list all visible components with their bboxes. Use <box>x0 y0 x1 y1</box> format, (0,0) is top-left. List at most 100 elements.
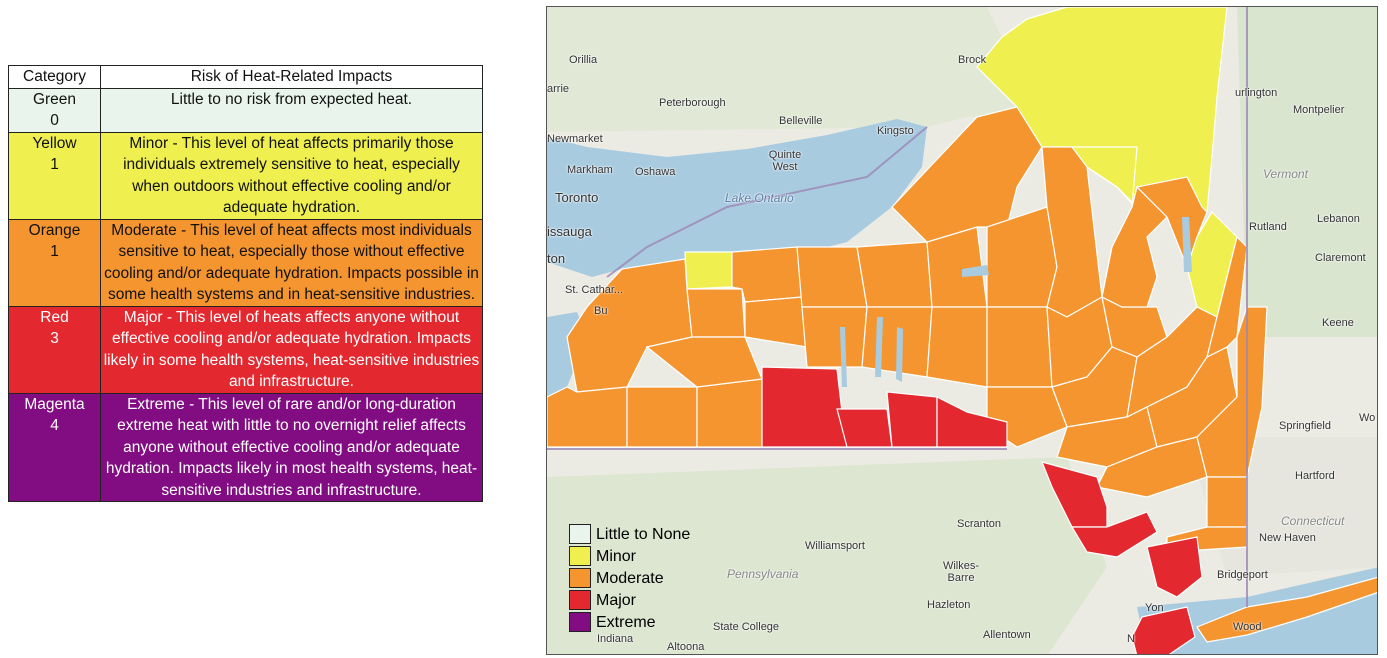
risk-description: Moderate - This level of heat affects mo… <box>100 218 483 307</box>
legend-swatch <box>569 590 591 610</box>
label-lebanon: Lebanon <box>1317 213 1360 225</box>
label-buffalo: Bu <box>594 305 608 317</box>
table-header-row: Category Risk of Heat-Related Impacts <box>8 65 483 89</box>
lake-ontario <box>547 119 927 277</box>
county-jefferson <box>891 106 1043 243</box>
label-newark: N <box>1127 633 1135 645</box>
table-row-green: Green 0 Little to no risk from expected … <box>8 87 483 133</box>
table-row-orange: Orange 1 Moderate - This level of heat a… <box>8 218 483 307</box>
header-risk: Risk of Heat-Related Impacts <box>100 65 483 89</box>
legend-swatch <box>569 546 591 566</box>
map-legend: Little to None Minor Moderate Major Extr… <box>569 523 690 633</box>
label-pennsylvania: Pennsylvania <box>727 567 799 581</box>
county-allegany <box>696 378 763 448</box>
finger-lakes <box>840 217 1192 387</box>
legend-item-major: Major <box>569 589 690 611</box>
category-level: 0 <box>50 112 59 129</box>
label-yonkers: Yon <box>1145 602 1164 614</box>
county-niagara-yellow <box>684 251 733 290</box>
label-montpelier: Montpelier <box>1293 104 1345 116</box>
legend-label: Little to None <box>596 525 691 543</box>
label-lake-ontario: Lake Ontario <box>725 191 794 205</box>
label-altoona: Altoona <box>667 641 705 653</box>
category-name: Yellow <box>32 134 77 152</box>
label-wilkes-barre: Wilkes-Barre <box>942 560 980 584</box>
borders <box>547 7 1248 607</box>
county-rockland <box>1070 511 1158 558</box>
county-orleans <box>731 246 803 303</box>
label-keene: Keene <box>1322 317 1354 329</box>
legend-label: Moderate <box>596 569 664 587</box>
county-monroe <box>796 246 868 308</box>
label-burlington: urlington <box>1235 87 1278 99</box>
county-cattaraugus <box>626 386 698 448</box>
legend-label: Extreme <box>596 613 656 631</box>
risk-description: Major - This level of heats affects anyo… <box>100 305 483 394</box>
category-cell: Magenta 4 <box>8 392 101 502</box>
label-hazleton: Hazleton <box>927 599 971 611</box>
label-claremont: Claremont <box>1315 252 1366 264</box>
legend-label: Minor <box>596 547 637 565</box>
county-ontario <box>801 306 868 368</box>
label-peterborough: Peterborough <box>659 97 726 109</box>
label-indiana: Indiana <box>597 633 634 645</box>
category-cell: Green 0 <box>8 87 101 133</box>
legend-swatch <box>569 612 591 632</box>
pennsylvania-terrain <box>547 457 1107 654</box>
label-wood: Wood <box>1233 621 1262 633</box>
label-mississauga: issauga <box>547 224 592 239</box>
label-vermont: Vermont <box>1263 167 1308 181</box>
category-name: Orange <box>28 221 81 239</box>
ontario-terrain <box>547 7 1047 132</box>
label-markham: Markham <box>567 164 613 176</box>
label-ton: ton <box>547 251 566 266</box>
county-madison <box>986 306 1053 388</box>
category-level: 1 <box>50 156 59 173</box>
county-erie <box>566 258 693 393</box>
risk-description: Minor - This level of heat affects prima… <box>100 131 483 220</box>
category-cell: Yellow 1 <box>8 131 101 220</box>
legend-swatch <box>569 524 591 544</box>
label-brockville: Brock <box>958 54 987 66</box>
label-barrie: arrie <box>547 83 570 95</box>
label-bridgeport: Bridgeport <box>1217 569 1268 581</box>
legend-item-moderate: Moderate <box>569 567 690 589</box>
map-canvas <box>547 7 1377 654</box>
label-new-haven: New Haven <box>1259 532 1316 544</box>
table-row-yellow: Yellow 1 Minor - This level of heat affe… <box>8 131 483 220</box>
legend-item-little-to-none: Little to None <box>569 523 690 545</box>
category-level: 3 <box>50 330 59 347</box>
category-cell: Orange 1 <box>8 218 101 307</box>
label-connecticut: Connecticut <box>1281 514 1345 528</box>
county-wayne <box>856 241 933 308</box>
legend-swatch <box>569 568 591 588</box>
header-category: Category <box>8 65 101 89</box>
label-kingston: Kingsto <box>877 125 914 137</box>
label-scranton: Scranton <box>957 518 1002 530</box>
county-wyoming <box>686 288 746 338</box>
county-genesee <box>645 336 763 388</box>
risk-description: Extreme - This level of rare and/or long… <box>100 392 483 502</box>
county-nyc <box>1131 606 1196 654</box>
county-dutchess <box>1206 476 1248 528</box>
category-name: Magenta <box>24 395 85 413</box>
risk-description: Little to no risk from expected heat. <box>100 87 483 133</box>
label-allentown: Allentown <box>983 629 1031 641</box>
heat-risk-map[interactable]: Orillia arrie Peterborough Belleville Ki… <box>546 6 1378 655</box>
legend-item-minor: Minor <box>569 545 690 567</box>
legend-item-extreme: Extreme <box>569 611 690 633</box>
category-name: Red <box>40 308 69 326</box>
label-rutland: Rutland <box>1249 221 1287 233</box>
category-level: 1 <box>50 243 59 260</box>
category-cell: Red 3 <box>8 305 101 394</box>
category-level: 4 <box>50 417 59 434</box>
label-quinte-west: Quinte West <box>768 149 802 173</box>
label-wo: Wo <box>1359 412 1376 424</box>
label-state-college: State College <box>713 621 780 633</box>
category-name: Green <box>32 90 77 108</box>
label-toronto: Toronto <box>555 190 599 205</box>
county-steuben <box>761 366 848 448</box>
label-orillia: Orillia <box>569 54 598 66</box>
vermont-terrain <box>1237 7 1377 337</box>
county-suffolk <box>1196 576 1377 643</box>
